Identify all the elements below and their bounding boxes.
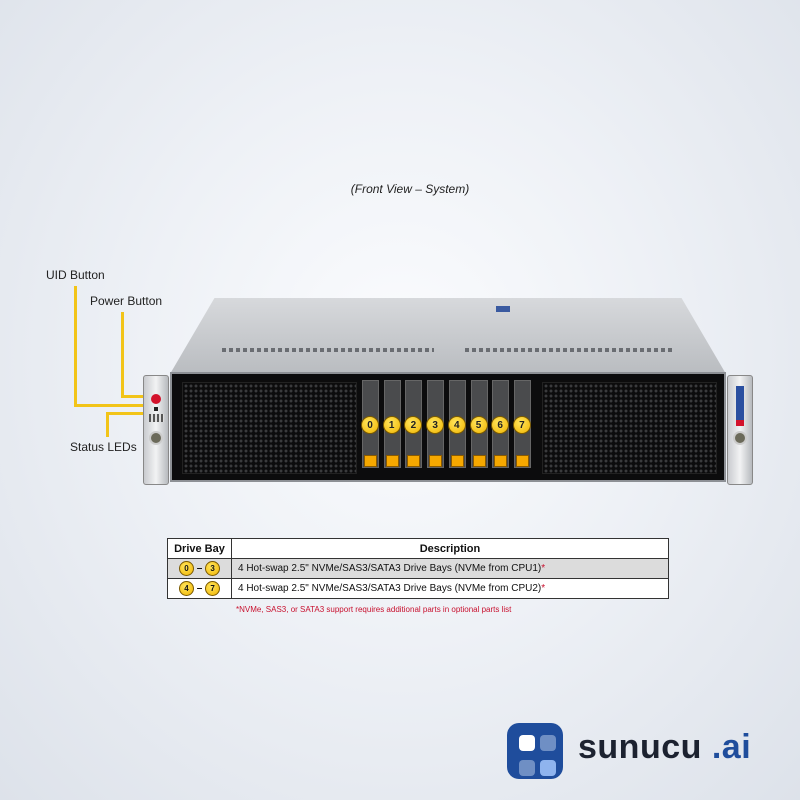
chassis-top	[170, 298, 726, 374]
drive-bay-number: 0	[361, 416, 379, 434]
thumbscrew-icon	[149, 431, 163, 445]
status-leds	[149, 414, 164, 422]
drive-bay-number: 5	[469, 416, 488, 434]
status-leds-label: Status LEDs	[70, 440, 137, 454]
power-callout-line	[121, 395, 149, 398]
uid-button[interactable]	[154, 407, 158, 411]
sunucu-logo-icon	[507, 723, 563, 779]
drive-bay-number: 4	[447, 416, 466, 434]
right-rack-ear	[727, 375, 753, 485]
drive-release-tab[interactable]	[364, 455, 377, 467]
drive-release-tab[interactable]	[472, 455, 486, 467]
drive-release-tab[interactable]	[429, 455, 443, 467]
status-callout-line	[106, 412, 150, 415]
table-row: 4 – 7 4 Hot-swap 2.5" NVMe/SAS3/SATA3 Dr…	[167, 578, 669, 599]
table-row: 0 – 3 4 Hot-swap 2.5" NVMe/SAS3/SATA3 Dr…	[167, 558, 669, 579]
drive-release-tab[interactable]	[407, 455, 421, 467]
col-drive-bay: Drive Bay	[167, 538, 232, 559]
drive-bay-number: 1	[382, 416, 401, 434]
view-caption: (Front View – System)	[350, 182, 470, 196]
uid-callout-line	[74, 404, 152, 407]
thumbscrew-icon	[733, 431, 747, 445]
power-button[interactable]	[151, 394, 161, 404]
col-description: Description	[231, 538, 669, 559]
drive-release-tab[interactable]	[450, 455, 464, 467]
drive-bay-number: 6	[491, 416, 510, 434]
row-description: 4 Hot-swap 2.5" NVMe/SAS3/SATA3 Drive Ba…	[238, 563, 542, 574]
drive-release-tab[interactable]	[494, 455, 508, 467]
drive-bay-number: 7	[512, 416, 531, 434]
brand-name: sunucu .ai	[578, 728, 752, 766]
drive-bay-number: 2	[404, 416, 423, 434]
drive-release-tab[interactable]	[515, 455, 529, 467]
uid-button-label: UID Button	[46, 268, 105, 282]
power-callout-line	[121, 312, 124, 398]
status-callout-line	[106, 412, 109, 437]
row-description: 4 Hot-swap 2.5" NVMe/SAS3/SATA3 Drive Ba…	[238, 583, 542, 594]
drive-bay-number: 3	[426, 416, 445, 434]
left-rack-ear	[143, 375, 169, 485]
bay-badge: 3	[205, 561, 221, 576]
power-button-label: Power Button	[90, 294, 163, 308]
bay-badge: 0	[178, 561, 194, 576]
bay-badge: 4	[178, 581, 194, 596]
uid-callout-line	[74, 286, 77, 407]
footnote: *NVMe, SAS3, or SATA3 support requires a…	[236, 605, 512, 614]
brand-badge	[736, 386, 744, 426]
bay-badge: 7	[205, 581, 221, 596]
drive-release-tab[interactable]	[385, 455, 399, 467]
